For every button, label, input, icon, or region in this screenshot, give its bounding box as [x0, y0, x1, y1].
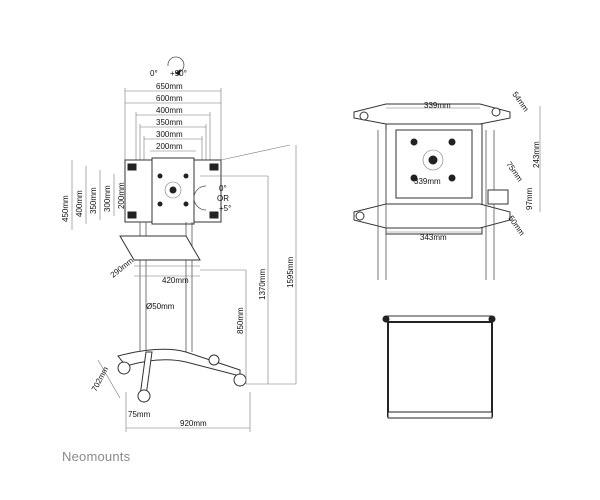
bracket-height-label: 243mm	[532, 141, 541, 168]
mount-hole-icon	[355, 211, 365, 221]
tilt-top-label: 0°	[219, 184, 227, 193]
stand-base	[117, 348, 247, 403]
caster-icon	[208, 354, 220, 366]
height-850-label: 850mm	[236, 307, 245, 334]
rotation-right-label: +90°	[170, 69, 187, 78]
caster-icon	[137, 389, 151, 403]
vesa-width-650: 650mm	[156, 82, 183, 91]
pole-diameter-label: Ø50mm	[146, 302, 175, 311]
tilt-or-label: OR	[217, 194, 229, 203]
mount-hole-icon	[359, 111, 369, 121]
vesa-height-300: 300mm	[103, 185, 112, 212]
bracket-side-height-label: 97mm	[525, 187, 534, 210]
caster-icon	[233, 373, 247, 387]
vesa-height-350: 350mm	[89, 187, 98, 214]
tilt-bottom-label: +5°	[219, 204, 231, 213]
vesa-mount-plate	[124, 144, 291, 225]
bracket-detail-drawing: 339mm 54mm 243mm 339mm 75mm 97mm 343mm 5…	[353, 90, 541, 280]
bracket-bottom-width-label: 343mm	[420, 233, 447, 242]
vesa-height-400: 400mm	[75, 190, 84, 217]
bracket-top-width-label: 339mm	[424, 101, 451, 110]
vesa-width-dimensions: 650mm 600mm 400mm 350mm 300mm 200mm	[124, 82, 222, 170]
caster-size-label: 75mm	[128, 410, 151, 419]
bracket-inner-width-label: 339mm	[414, 177, 441, 186]
rotation-left-label: 0°	[150, 69, 158, 78]
height-dimensions: 1595mm 1370mm 850mm	[200, 145, 297, 385]
bracket-top-offset-label: 54mm	[510, 90, 530, 114]
height-1595-label: 1595mm	[286, 257, 295, 288]
tilt-arrow-icon	[193, 185, 207, 211]
brand-logo: Neomounts	[62, 449, 131, 464]
vesa-width-200: 200mm	[156, 142, 183, 151]
rotation-arrowhead-icon	[175, 68, 181, 76]
vesa-height-dimensions: 450mm 400mm 350mm 300mm 200mm	[61, 160, 129, 230]
bracket-inner-height-label: 75mm	[504, 160, 524, 184]
vesa-width-300: 300mm	[156, 130, 183, 139]
rotation-arrow-icon	[167, 56, 185, 74]
vesa-height-450: 450mm	[61, 195, 70, 222]
vesa-width-600: 600mm	[156, 94, 183, 103]
base-width-label: 920mm	[180, 419, 207, 428]
caster-icon	[117, 361, 131, 375]
floor-stand-drawing: 0° +90° 650mm 600mm 400mm 350mm 300mm 20…	[61, 56, 297, 432]
shelf-width-label: 420mm	[162, 276, 189, 285]
shelf-panel-drawing	[382, 315, 496, 419]
height-1370-label: 1370mm	[258, 269, 267, 300]
base-depth-label: 702mm	[90, 365, 111, 393]
vesa-height-200: 200mm	[117, 182, 126, 209]
bracket-depth-label: 50mm	[506, 214, 526, 238]
vesa-width-400: 400mm	[156, 106, 183, 115]
mount-hole-icon	[491, 107, 501, 117]
stand-shelf: 290mm 420mm	[109, 235, 201, 285]
vesa-width-350: 350mm	[156, 118, 183, 127]
shelf-depth-label: 290mm	[109, 256, 136, 280]
